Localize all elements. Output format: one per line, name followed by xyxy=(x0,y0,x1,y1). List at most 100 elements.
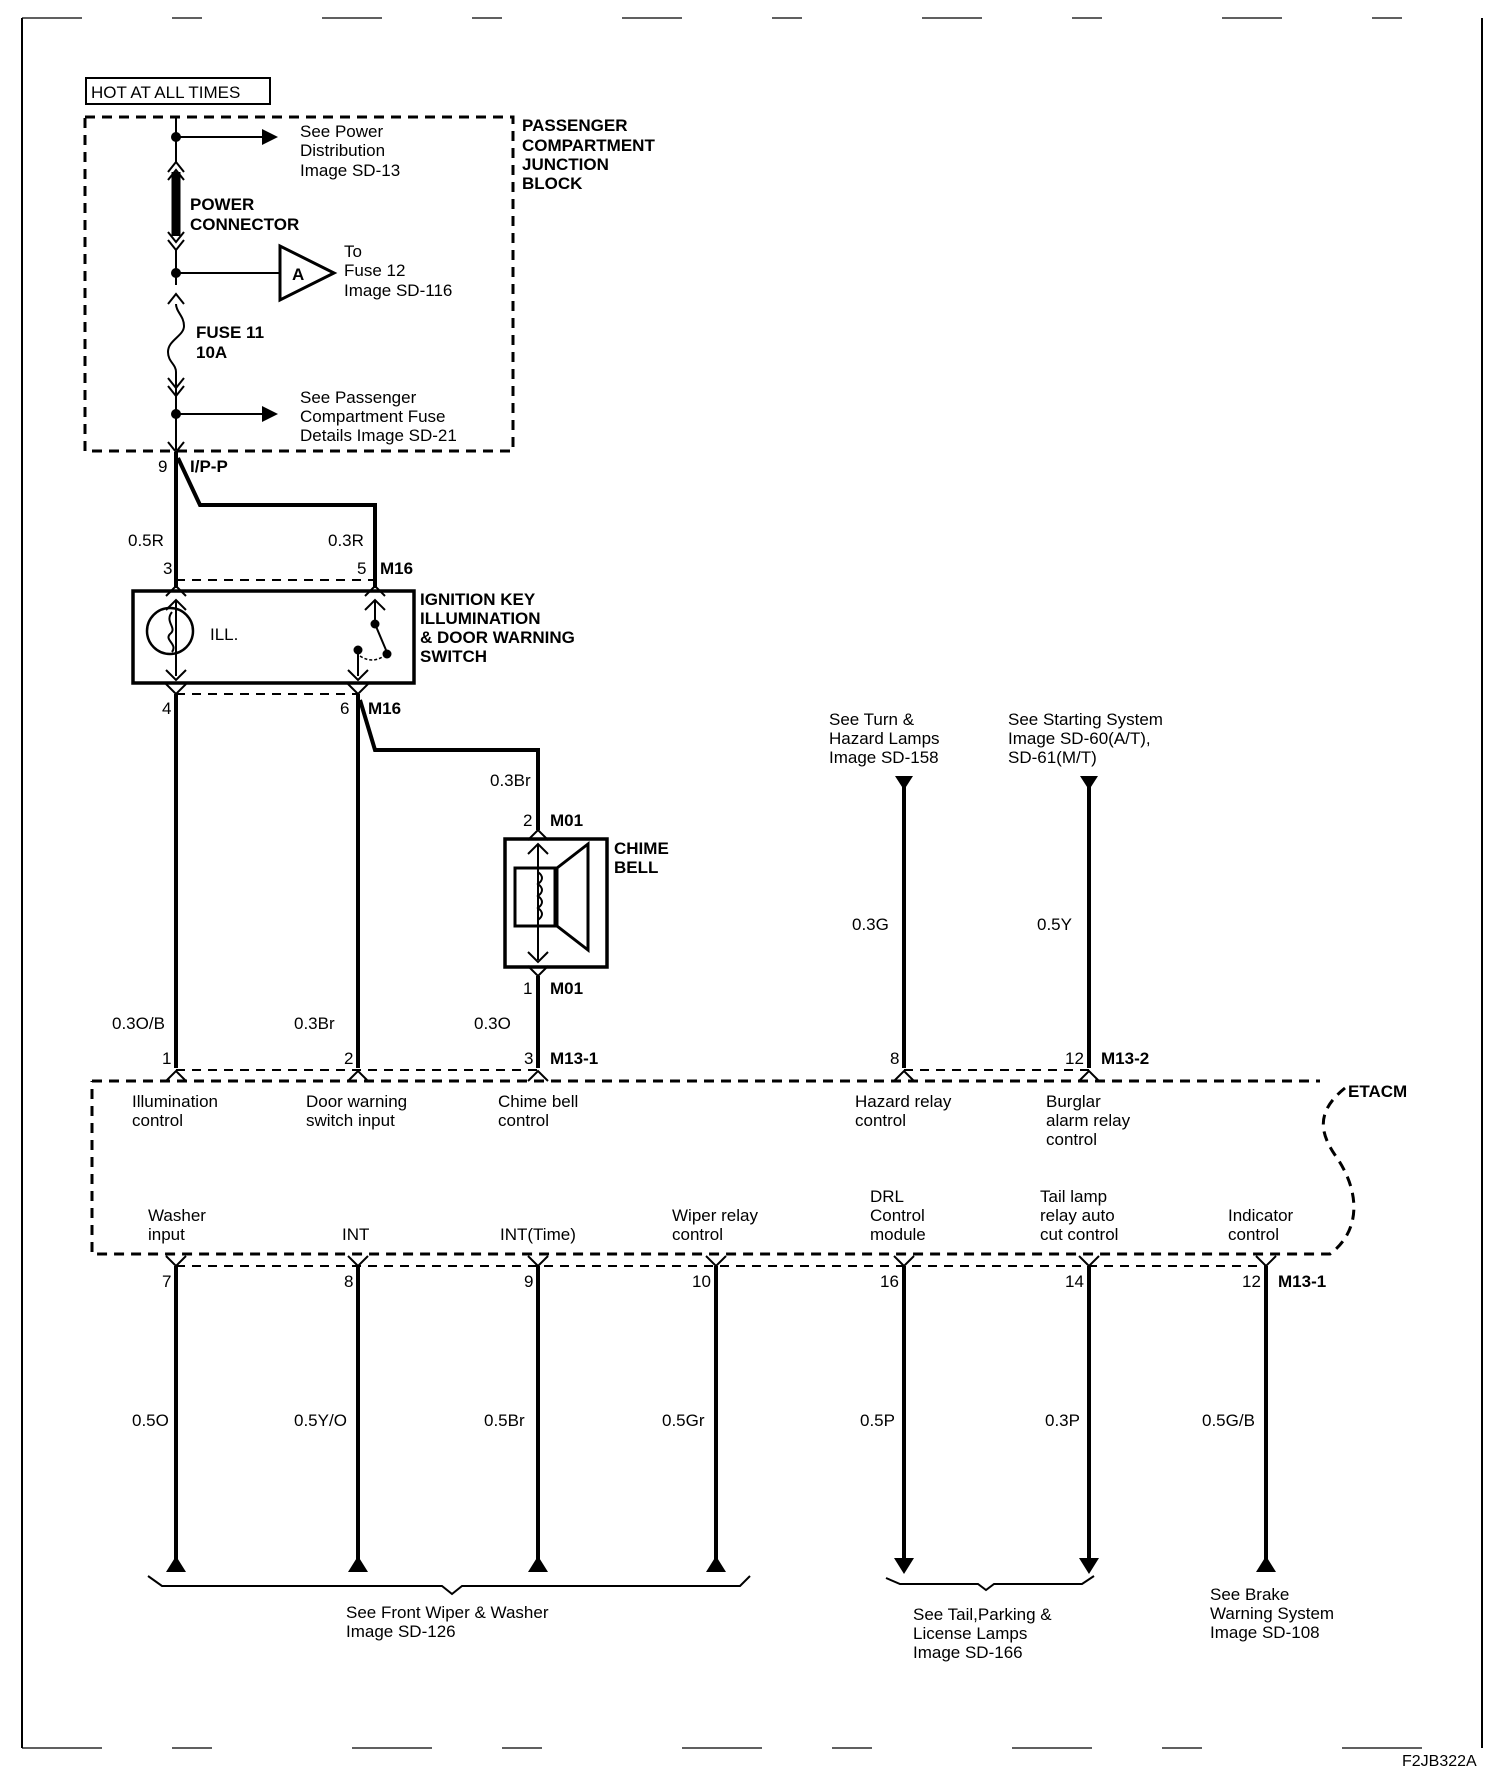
diagram-text: Details Image SD-21 xyxy=(300,426,457,445)
pin-number: 9 xyxy=(524,1272,533,1291)
pin-function-label: input xyxy=(148,1225,185,1244)
pin-function-label: control xyxy=(855,1111,906,1130)
diagram-text: ILLUMINATION xyxy=(420,609,541,628)
diagram-text: 2 xyxy=(523,811,532,830)
diagram-text: See Turn & xyxy=(829,710,915,729)
pin-number: 12 xyxy=(1242,1272,1261,1291)
lamp-icon xyxy=(145,606,195,656)
pin-number: 1 xyxy=(162,1049,171,1068)
connector-id: M13-1 xyxy=(550,1049,598,1068)
diagram-text: See Brake xyxy=(1210,1585,1289,1604)
diagram-text: See Tail,Parking & xyxy=(913,1605,1052,1624)
diagram-text: PASSENGER xyxy=(522,116,628,135)
wire-label: 0.5G/B xyxy=(1202,1411,1255,1430)
diagram-text: Hazard Lamps xyxy=(829,729,940,748)
diagram-text: 0.3Br xyxy=(490,771,531,790)
pin-function-label: control xyxy=(1228,1225,1279,1244)
pin-number: 10 xyxy=(692,1272,711,1291)
diagram-text: Fuse 12 xyxy=(344,261,405,280)
diagram-text: License Lamps xyxy=(913,1624,1027,1643)
pin-function-label: control xyxy=(1046,1130,1097,1149)
diagram-text: SWITCH xyxy=(420,647,487,666)
diagram-text: M01 xyxy=(550,979,583,998)
diagram-text: IGNITION KEY xyxy=(420,590,536,609)
diagram-text: M16 xyxy=(368,699,401,718)
wire-label: 0.5Br xyxy=(484,1411,525,1430)
wire-label: 0.5Y/O xyxy=(294,1411,347,1430)
wire-label: 0.5Y xyxy=(1037,915,1072,934)
pin-number: 12 xyxy=(1065,1049,1084,1068)
diagram-text: Image SD-60(A/T), xyxy=(1008,729,1151,748)
pin-number: 8 xyxy=(344,1272,353,1291)
pin-terminal xyxy=(893,1069,915,1082)
etacm-bottom-pin: INT(Time)90.5Br xyxy=(484,1225,576,1572)
diagram-text: See Passenger xyxy=(300,388,417,407)
diagram-text: Warning System xyxy=(1210,1604,1334,1623)
pin-number: 16 xyxy=(880,1272,899,1291)
diagram-text: ILL. xyxy=(210,625,238,644)
pin-function-label: control xyxy=(132,1111,183,1130)
pin-terminal xyxy=(527,1255,549,1268)
connector-id: M13-2 xyxy=(1101,1049,1149,1068)
pin-function-label: relay auto xyxy=(1040,1206,1115,1225)
diagram-text: A xyxy=(292,265,304,284)
diagram-text: 4 xyxy=(162,699,171,718)
wire-label: 0.3Br xyxy=(294,1014,335,1033)
diagram-text: M16 xyxy=(380,559,413,578)
ignition-key-switch: ILL. IGNITION KEY ILLUMINATION & DOOR WA… xyxy=(131,579,575,696)
chime-bell: CHIME BELL xyxy=(503,828,669,978)
pin-function-label: Tail lamp xyxy=(1040,1187,1107,1206)
diagram-text: & DOOR WARNING xyxy=(420,628,575,647)
diagram-text: M01 xyxy=(550,811,583,830)
pin-function-label: INT xyxy=(342,1225,369,1244)
diagram-text: CHIME xyxy=(614,839,669,858)
arrow-down-icon xyxy=(1080,776,1098,790)
hot-label-text: HOT AT ALL TIMES xyxy=(91,83,240,102)
etacm-title: ETACM xyxy=(1348,1082,1407,1101)
arrow-up-icon xyxy=(348,1556,368,1572)
arrow-up-icon xyxy=(166,1556,186,1572)
diagram-text: 1 xyxy=(523,979,532,998)
diagram-text: 6 xyxy=(340,699,349,718)
pin-function-label: Chime bell xyxy=(498,1092,578,1111)
pin-function-label: Door warning xyxy=(306,1092,407,1111)
etacm-bottom-pin: INT 8 0.5Y/O xyxy=(294,1225,369,1572)
pin-terminal xyxy=(1078,1255,1100,1268)
arrow-right-icon xyxy=(262,129,278,145)
arrow-down-icon xyxy=(895,776,913,790)
etacm-bottom-pins: Washerinput70.5OINT80.5Y/OINT(Time)90.5B… xyxy=(132,1187,1326,1574)
pin-terminal xyxy=(165,1069,187,1082)
diagram-text: FUSE 11 xyxy=(196,323,264,342)
pin-function-label: control xyxy=(672,1225,723,1244)
pin-terminal xyxy=(527,1069,549,1082)
power-connector xyxy=(167,160,185,285)
diagram-text: CONNECTOR xyxy=(190,215,299,234)
diagram-text: Distribution xyxy=(300,141,385,160)
pin-function-label: module xyxy=(870,1225,926,1244)
pin-number: 2 xyxy=(344,1049,353,1068)
diagram-text: COMPARTMENT xyxy=(522,136,655,155)
diagram-text: SD-61(M/T) xyxy=(1008,748,1097,767)
pin-function-label: Washer xyxy=(148,1206,206,1225)
pin-terminal xyxy=(165,1255,187,1268)
pin-terminal xyxy=(1078,1069,1100,1082)
pin-function-label: alarm relay xyxy=(1046,1111,1131,1130)
diagram-text: JUNCTION xyxy=(522,155,609,174)
connector-id: M13-1 xyxy=(1278,1272,1326,1291)
arrow-up-icon xyxy=(528,1556,548,1572)
ref-brake-warning: See Brake Warning System Image SD-108 xyxy=(1210,1585,1334,1642)
figure-id: F2JB322A xyxy=(1402,1753,1477,1770)
pin-number: 14 xyxy=(1065,1272,1084,1291)
diagram-text: See Front Wiper & Washer xyxy=(346,1603,549,1622)
arrow-right-icon xyxy=(262,406,278,422)
wire-label: 0.3O/B xyxy=(112,1014,165,1033)
